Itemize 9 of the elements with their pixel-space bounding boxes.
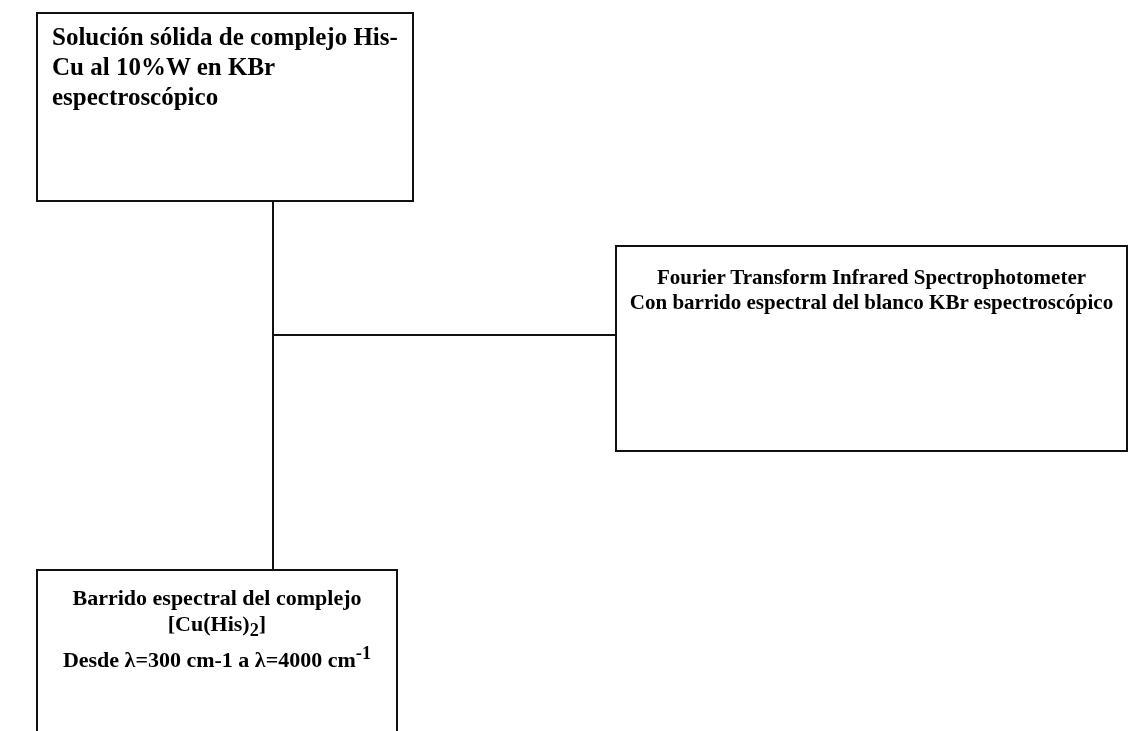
- process-box: [36, 569, 398, 731]
- box-text: [Cu(His)$_{2}$]: [167, 611, 267, 643]
- box-text: Solución sólida de complejo His-Cu al 10%W en KBr espectroscópico: [52, 22, 398, 112]
- box-text: Desde λ=300 cm-1 a λ=4000 cm$^{-1}$: [62, 642, 372, 674]
- process-box: [615, 245, 1128, 452]
- box-text: Barrido espectral del complejo: [72, 585, 362, 612]
- process-box: [36, 12, 414, 202]
- box-text: Fourier Transform Infrared Spectrophotometer: [656, 265, 1087, 291]
- box-text: Con barrido espectral del blanco KBr espectroscópico: [629, 290, 1114, 316]
